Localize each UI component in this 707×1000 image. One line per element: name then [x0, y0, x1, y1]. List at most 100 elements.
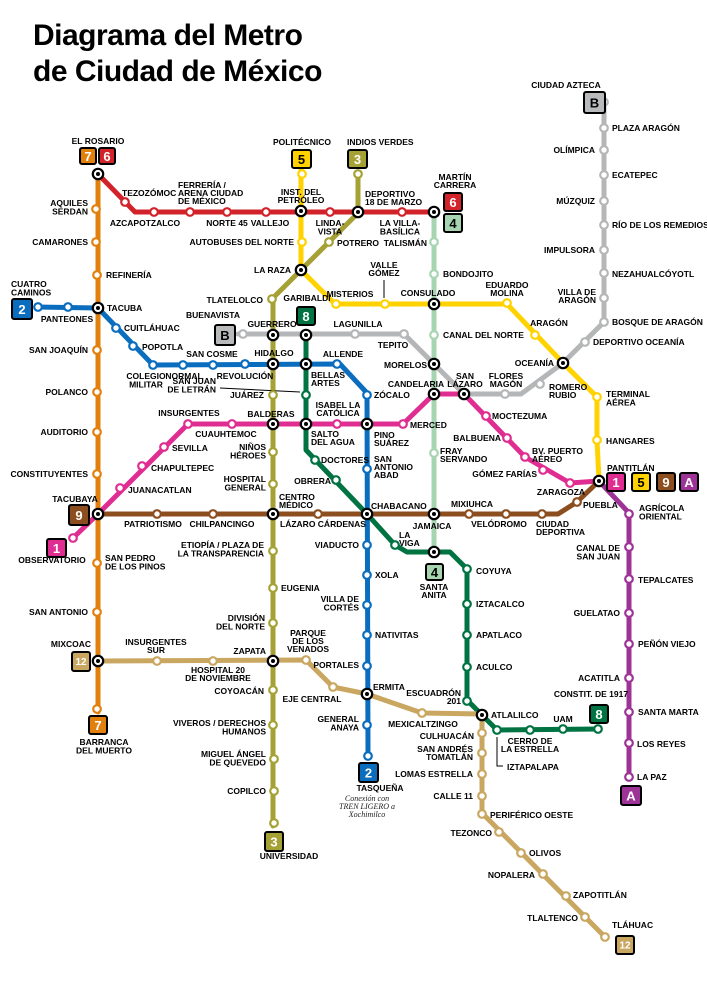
map-note-line: TREN LIGERO a — [339, 802, 395, 811]
station-marker — [268, 546, 278, 556]
station-marker — [92, 387, 102, 397]
station-label: IZTAPALAPA — [507, 762, 559, 772]
station-marker — [362, 540, 372, 550]
station-label: CONSTIT. DE 1917 — [554, 689, 628, 699]
station-label: HIDALGO — [254, 348, 294, 358]
line-badge-6: 6 — [443, 192, 463, 212]
station-label: INSURGENTES — [125, 637, 187, 647]
station-label: DEPORTIVO OCEANÍA — [593, 337, 685, 347]
station-marker — [477, 809, 487, 819]
station-label: HUMANOS — [222, 726, 266, 736]
station-label: NATIVITAS — [375, 630, 419, 640]
station-marker — [417, 708, 427, 718]
station-label: AUTOBUSES DEL NORTE — [189, 237, 294, 247]
station-label: AÉREO — [532, 454, 563, 464]
station-label: REFINERÍA — [106, 270, 152, 280]
badge-number: 3 — [354, 152, 361, 167]
station-marker — [301, 390, 311, 400]
station-label: VIADUCTO — [315, 540, 360, 550]
badge-number: 4 — [431, 565, 439, 580]
station-sevilla: SEVILLA — [159, 442, 208, 453]
station-marker — [159, 442, 169, 452]
station-label: LÁZARO CÁRDENAS — [280, 519, 366, 529]
station-label: HÉROES — [230, 450, 266, 460]
badge-box — [620, 785, 642, 806]
station-marker — [267, 294, 277, 304]
line-badge-2: 2 — [11, 298, 33, 320]
station-label: ZARAGOZA — [537, 487, 585, 497]
station-oceania: OCEANÍA — [515, 356, 570, 370]
station-label: PERIFÉRICO OESTE — [490, 810, 573, 820]
station-label: CIUDAD AZTECA — [531, 80, 601, 90]
line-badge-7: 7 — [79, 147, 97, 165]
station-atlalilco: ATLALILCO — [475, 708, 539, 722]
station-marker — [600, 932, 610, 942]
station-label: ANAYA — [330, 722, 359, 732]
badge-box — [443, 213, 463, 233]
station-label: BOSQUE DE ARAGÓN — [612, 316, 703, 327]
badge-number: A — [684, 475, 694, 490]
badge-number: 6 — [103, 149, 110, 164]
station-marker — [624, 509, 634, 519]
page-title-line1: Diagrama del Metro — [33, 19, 303, 52]
station-label: MORELOS — [384, 360, 427, 370]
station-el-rosario: EL ROSARIO — [72, 136, 125, 181]
station-marker — [624, 738, 634, 748]
station-marker — [599, 293, 609, 303]
station-label: HANGARES — [606, 436, 655, 446]
station-label: EJE CENTRAL — [282, 694, 341, 704]
map-note-line: Conexión con — [345, 794, 389, 803]
station-tezonco: TEZONCO — [450, 827, 504, 838]
station-label: LA TRANSPARENCIA — [178, 548, 264, 558]
station-olimpica: OLÍMPICA — [553, 145, 609, 155]
station-etiopia-plaza-de-la-transparencia: ETIOPÍA / PLAZA DELA TRANSPARENCIA — [178, 540, 278, 558]
station-label: CERRO DE — [508, 736, 553, 746]
badge-box — [583, 91, 606, 114]
station-label: SALTO — [311, 429, 339, 439]
station-politecnico: POLITÉCNICO — [273, 137, 331, 179]
station-pantitlan: PANTITLÁN — [592, 463, 655, 488]
station-label: BALBUENA — [453, 433, 501, 443]
station-marker — [178, 360, 188, 370]
station-label: NIÑOS — [239, 442, 266, 452]
station-san-joaquin: SAN JOAQUÍN — [29, 345, 102, 355]
station-tepalcates: TEPALCATES — [624, 574, 694, 585]
station-label: SAN PEDRO — [105, 553, 156, 563]
station-san-antonio: SAN ANTONIO — [29, 607, 102, 617]
station-guelatao: GUELATAO — [574, 608, 634, 618]
station-label: TEZONCO — [450, 828, 492, 838]
station-marker — [350, 329, 360, 339]
station-marker — [477, 748, 487, 758]
station-label: NORMAL — [165, 371, 202, 381]
station-marker — [580, 912, 590, 922]
station-marker — [572, 497, 582, 507]
station-label: CALLE 11 — [433, 791, 473, 801]
station-iztapalapa: IZTAPALAPA — [492, 725, 559, 772]
station-marker — [91, 204, 101, 214]
badge-box — [425, 563, 444, 581]
station-marker — [599, 220, 609, 230]
transfer-station-dot — [462, 392, 466, 396]
map-note-line: Xochimilco — [348, 810, 385, 819]
station-la-paz: LA PAZ — [624, 772, 667, 782]
station-label: CANAL DEL NORTE — [443, 330, 524, 340]
station-acatitla: ACATITLA — [578, 673, 634, 683]
station-marker — [183, 419, 193, 429]
station-label: POLITÉCNICO — [273, 137, 331, 147]
station-portales: PORTALES — [313, 660, 372, 671]
badge-number: B — [590, 95, 599, 110]
station-marker — [92, 704, 102, 714]
station-marker — [477, 769, 487, 779]
station-label: SAN ANDRÉS — [417, 744, 473, 754]
station-balbuena: BALBUENA — [453, 433, 512, 443]
station-marker — [362, 464, 372, 474]
station-label: VIVEROS / DERECHOS — [173, 718, 266, 728]
station-label: LOS REYES — [637, 739, 686, 749]
station-label: TASQUEÑA — [356, 783, 403, 793]
station-label: ORIENTAL — [639, 512, 682, 522]
station-label: VELÓDROMO — [471, 518, 527, 529]
